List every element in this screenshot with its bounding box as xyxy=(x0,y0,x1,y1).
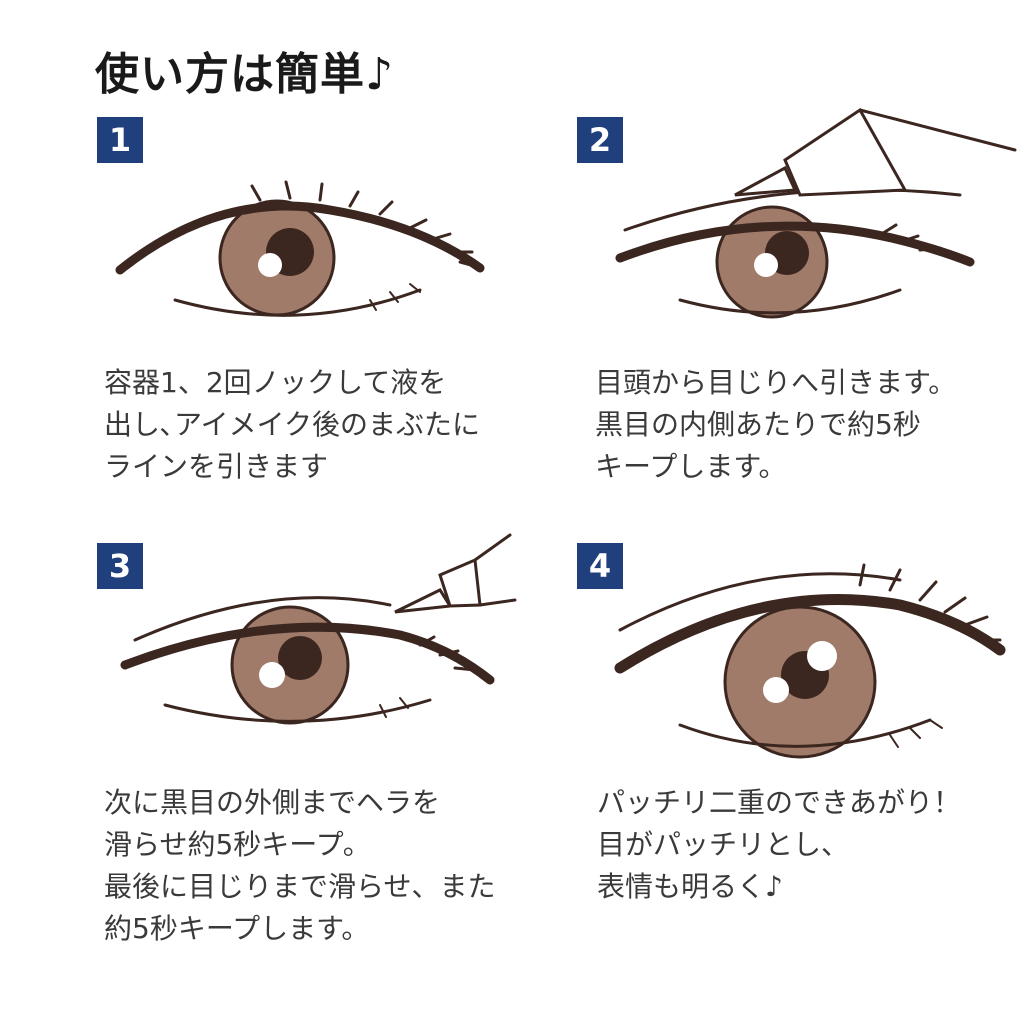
highlight xyxy=(258,253,282,277)
step-3-line: 約5秒キープします。 xyxy=(104,912,370,945)
step-2-line: 黒目の内側あたりで約5秒 xyxy=(595,408,921,441)
step-1-badge: 1 xyxy=(97,117,143,163)
step-4-badge: 4 xyxy=(577,543,623,589)
step-4-line: 目がパッチリとし、 xyxy=(597,828,850,861)
step-2-line: 目頭から目じりへ引きます。 xyxy=(595,366,957,399)
step-2-text: 目頭から目じりへ引きます。 黒目の内側あたりで約5秒 キープします。 xyxy=(595,362,956,488)
step-1-line: 出し､アイメイク後のまぶたに xyxy=(104,408,481,441)
step-3-line: 次に黒目の外側までヘラを xyxy=(104,786,441,819)
step-4-line: 表情も明るく♪ xyxy=(597,870,783,903)
step-1-line: 容器1、2回ノックして液を xyxy=(104,366,447,399)
step-3-text: 次に黒目の外側までヘラを 滑らせ約5秒キープ。 最後に目じりまで滑らせ、また 約… xyxy=(104,782,495,950)
eye-illustration-step-3 xyxy=(120,533,517,725)
step-3-line: 最後に目じりまで滑らせ、また xyxy=(104,870,496,903)
step-3-line: 滑らせ約5秒キープ。 xyxy=(104,828,371,861)
applicator-tip-icon xyxy=(734,165,798,197)
page-title: 使い方は簡単♪ xyxy=(95,49,395,100)
step-3-badge: 3 xyxy=(97,543,143,589)
step-2-badge: 2 xyxy=(577,117,623,163)
step-4-line: パッチリ二重のできあがり！ xyxy=(597,786,962,819)
step-4-text: パッチリ二重のできあがり！ 目がパッチリとし、 表情も明るく♪ xyxy=(597,782,961,908)
eye-illustration-step-4 xyxy=(614,563,1006,759)
step-2-line: キープします。 xyxy=(595,450,787,483)
applicator-icon xyxy=(394,533,517,614)
step-1-line: ラインを引きます xyxy=(104,450,329,483)
applicator-body-icon xyxy=(783,107,1017,197)
step-1-text: 容器1、2回ノックして液を 出し､アイメイク後のまぶたに ラインを引きます xyxy=(104,362,480,488)
eye-illustration-step-1 xyxy=(115,180,485,317)
eye-illustration-step-2 xyxy=(615,107,1017,319)
